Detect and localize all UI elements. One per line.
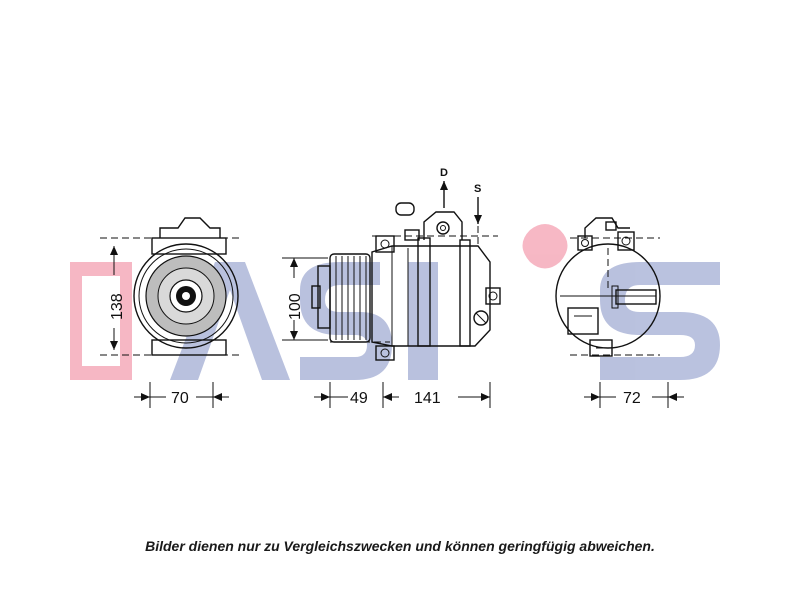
front-view [100, 217, 240, 356]
brand-watermark [70, 224, 720, 380]
front-width-label: 70 [171, 390, 189, 407]
side-height-label: 100 [287, 293, 304, 320]
discharge-port-label: D [440, 167, 448, 179]
side-view [311, 202, 501, 361]
suction-port-label: S [474, 183, 481, 195]
side-pulley-label: 49 [350, 390, 368, 407]
port-suction: S [474, 183, 482, 246]
front-height-label: 138 [109, 293, 126, 320]
port-discharge: D [440, 167, 448, 208]
rear-width-label: 72 [623, 390, 641, 407]
dimension-side-length: 49 141 [314, 382, 491, 408]
disclaimer-text: Bilder dienen nur zu Vergleichszwecken u… [145, 538, 655, 554]
dimension-front-width: 70 [134, 382, 229, 408]
dimension-side-height: 100 [282, 257, 328, 341]
rear-view [555, 217, 661, 357]
side-body-label: 141 [414, 390, 441, 407]
dimension-rear-width: 72 [584, 382, 684, 408]
dimension-front-height: 138 [109, 246, 126, 350]
